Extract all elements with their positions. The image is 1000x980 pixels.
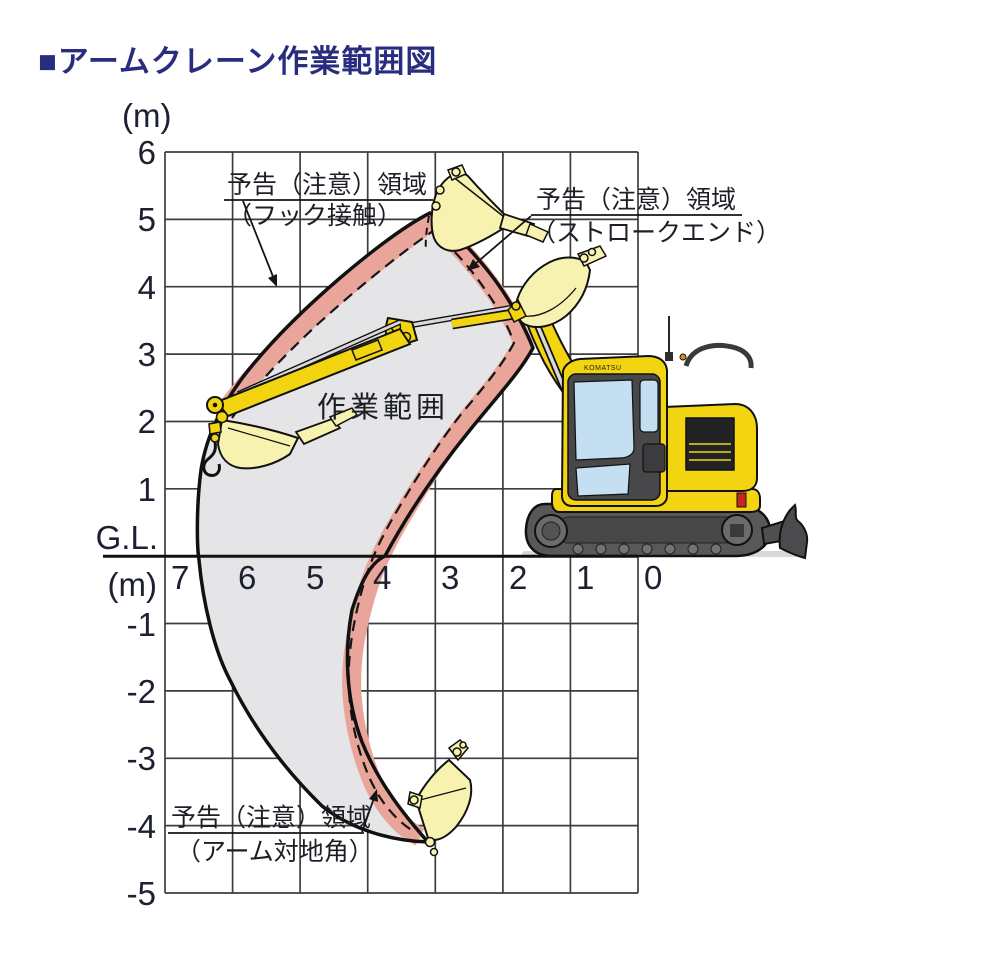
- arm-long-left: [215, 319, 412, 418]
- tracks: [524, 501, 772, 558]
- page-title: ■アームクレーン作業範囲図: [38, 44, 438, 79]
- annotations: 予告（注意）領域 （フック接触） 予告（注意）領域 （ストロークエンド） 予告（…: [168, 171, 781, 866]
- y-tick: -4: [127, 808, 156, 845]
- ground-line-label: G.L.: [96, 519, 158, 556]
- annotation-arm-angle-line1: 予告（注意）領域: [171, 804, 371, 832]
- axis-labels: (m) 6 5 4 3 2 1 G.L. (m) -1 -2 -3 -4 -5 …: [96, 97, 663, 912]
- x-tick: 0: [644, 559, 662, 596]
- annotation-hook-line2: （フック接触）: [227, 202, 402, 230]
- band-seam-dash: [424, 215, 430, 252]
- work-range-region: [195, 210, 535, 846]
- arrowhead: [467, 259, 480, 271]
- arrowhead: [268, 274, 277, 287]
- x-tick: 6: [238, 559, 256, 596]
- cab: KOMATSU: [560, 354, 668, 507]
- annotation-hook-contact: 予告（注意）領域 （フック接触）: [224, 171, 433, 287]
- work-area-label: 作業範囲: [317, 391, 449, 424]
- annotation-stroke-end-line2: （ストロークエンド）: [531, 219, 781, 247]
- left-bucket-and-hook: [202, 396, 367, 477]
- y-tick: 4: [138, 269, 156, 306]
- y-tick: 3: [138, 336, 156, 373]
- x-tick: 5: [306, 559, 324, 596]
- blade: [760, 503, 809, 560]
- annotation-arm-angle: 予告（注意）領域 （アーム対地角）: [168, 789, 378, 866]
- brand-label: KOMATSU: [584, 365, 622, 372]
- annotation-hook-line1: 予告（注意）領域: [227, 171, 427, 199]
- excavator: KOMATSU: [202, 164, 809, 857]
- work-area-fill: [197, 213, 533, 842]
- bucket-bottom: [407, 739, 473, 857]
- y-tick: -5: [127, 875, 156, 912]
- y-tick: 6: [138, 134, 156, 171]
- annotation-stroke-end-line1: 予告（注意）領域: [536, 186, 736, 214]
- x-tick: 7: [171, 559, 189, 596]
- unit-top-label: (m): [122, 97, 171, 134]
- x-tick: 4: [373, 559, 391, 596]
- y-tick: 2: [138, 403, 156, 440]
- annotation-stroke-end: 予告（注意）領域 （ストロークエンド）: [467, 186, 781, 271]
- arrowhead: [369, 789, 378, 802]
- left-bucket: [216, 418, 300, 470]
- crane-hook: [202, 441, 221, 477]
- bucket-mid: [507, 245, 608, 329]
- y-tick: -2: [127, 673, 156, 710]
- y-tick: 5: [138, 201, 156, 238]
- y-tick: -1: [127, 606, 156, 643]
- unit-left-label: (m): [108, 566, 157, 603]
- y-tick: -3: [127, 740, 156, 777]
- x-tick: 2: [509, 559, 527, 596]
- x-tick: 1: [576, 559, 594, 596]
- annotation-arm-angle-line2: （アーム対地角）: [176, 838, 374, 866]
- bucket-top: [430, 164, 550, 252]
- warning-band: [216, 210, 534, 846]
- y-tick: 1: [138, 471, 156, 508]
- x-tick: 3: [441, 559, 459, 596]
